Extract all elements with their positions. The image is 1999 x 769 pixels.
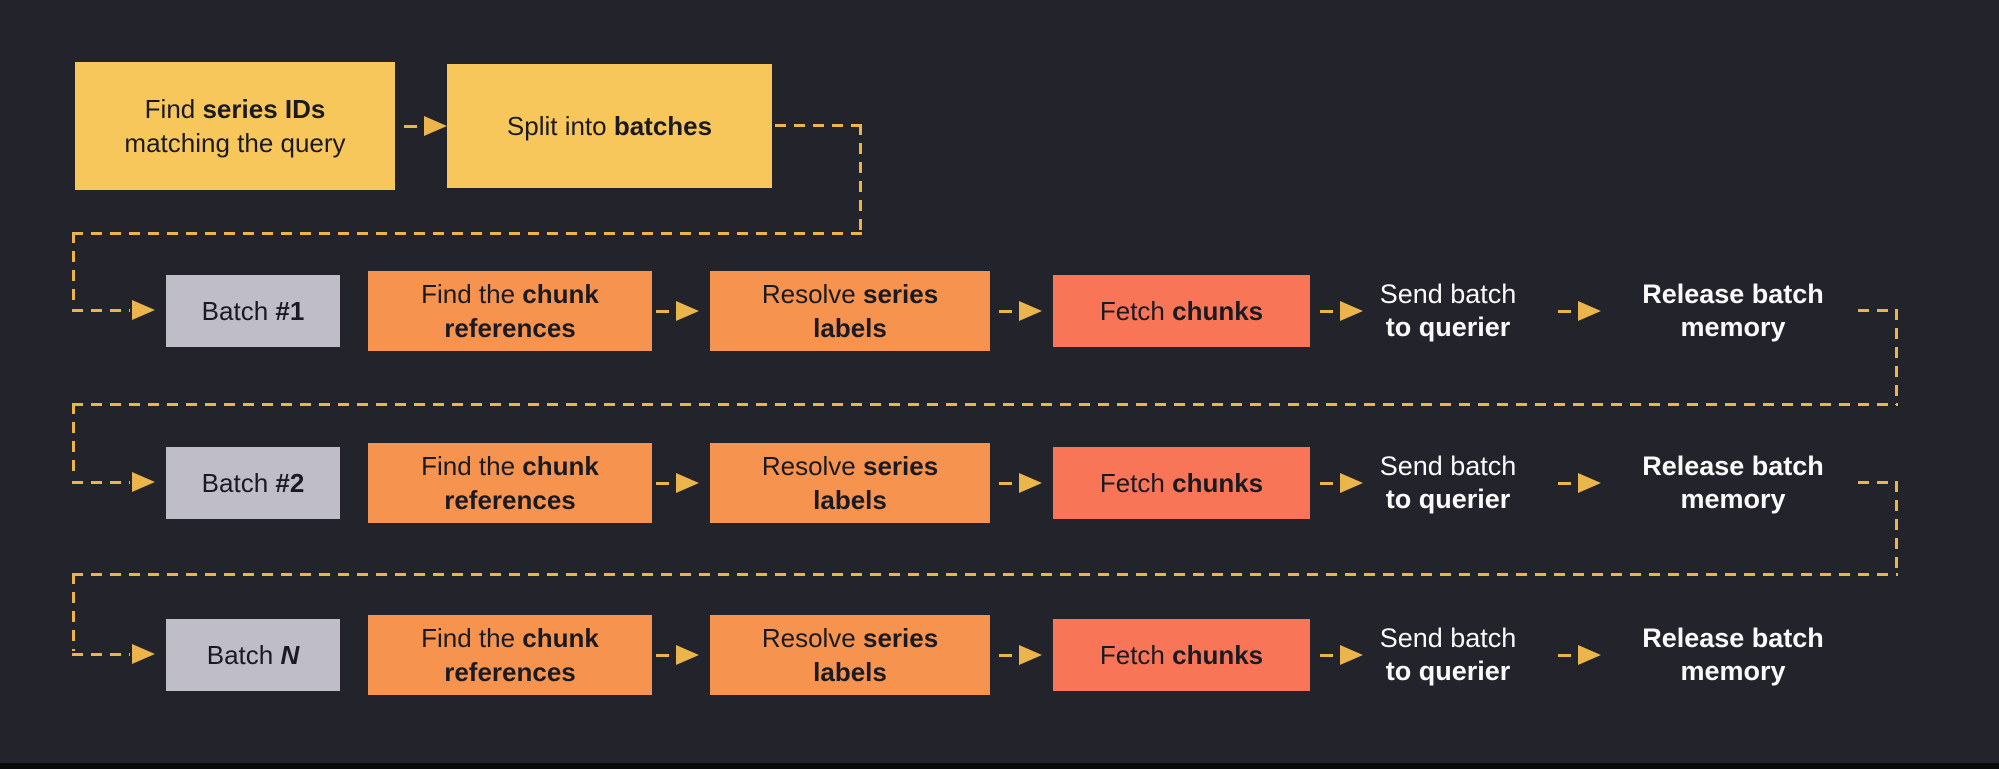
flow-arrow-icon <box>656 301 699 321</box>
flow-arrow-icon <box>656 645 699 665</box>
node-label-line: Find series IDs <box>144 94 326 124</box>
step-label-line: Send batch <box>1379 623 1517 653</box>
node-label-line: Find the chunk <box>421 451 599 481</box>
connector-segment <box>72 573 1898 576</box>
node-label-line: Fetch chunks <box>1099 296 1264 326</box>
node-label-line: references <box>444 485 576 515</box>
flow-arrow-icon <box>999 473 1042 493</box>
connector-arrowhead-icon <box>132 300 155 320</box>
node-batch-1: Batch #1 <box>166 275 340 347</box>
node-label-line: labels <box>813 313 887 343</box>
step-send-batch: Send batch to querier <box>1340 622 1556 688</box>
flow-arrow-icon <box>1558 645 1601 665</box>
step-label-line: Send batch <box>1379 279 1517 309</box>
node-label-line: Resolve series <box>761 451 939 481</box>
connector-segment <box>72 232 862 235</box>
step-label-line: memory <box>1680 656 1786 686</box>
connector-arrowhead-icon <box>132 644 155 664</box>
node-label-line: Split into batches <box>506 111 713 141</box>
step-release-batch-memory: Release batch memory <box>1625 622 1841 688</box>
node-label-line: Find the chunk <box>421 279 599 309</box>
node-label-line: references <box>444 657 576 687</box>
node-label-line: Batch #1 <box>201 296 305 326</box>
step-send-batch: Send batch to querier <box>1340 278 1556 344</box>
flow-arrow-icon <box>999 645 1042 665</box>
flow-arrow-icon <box>1320 301 1363 321</box>
step-label-line: memory <box>1680 484 1786 514</box>
connector-segment <box>72 403 1898 406</box>
node-fetch-chunks: Fetch chunks <box>1053 275 1310 347</box>
node-batch-n: Batch N <box>166 619 340 691</box>
step-label-line: Release batch <box>1642 451 1824 481</box>
node-label-line: Batch N <box>206 640 300 670</box>
node-label-line: Fetch chunks <box>1099 468 1264 498</box>
connector-segment <box>1895 481 1898 575</box>
node-find-chunk-references: Find the chunk references <box>368 615 652 695</box>
step-label-line: to querier <box>1385 312 1511 342</box>
node-label-line: labels <box>813 485 887 515</box>
node-resolve-series-labels: Resolve series labels <box>710 271 990 351</box>
node-label-line: Find the chunk <box>421 623 599 653</box>
step-label-line: to querier <box>1385 484 1511 514</box>
flow-arrow-icon <box>1558 301 1601 321</box>
connector-segment <box>72 309 130 312</box>
connector-segment <box>72 653 130 656</box>
node-fetch-chunks: Fetch chunks <box>1053 619 1310 691</box>
flow-arrow-icon <box>1320 645 1363 665</box>
flow-arrow-icon <box>999 301 1042 321</box>
flow-arrow-icon <box>656 473 699 493</box>
node-resolve-series-labels: Resolve series labels <box>710 615 990 695</box>
connector-segment <box>1858 481 1898 484</box>
node-batch-2: Batch #2 <box>166 447 340 519</box>
flow-arrow-icon <box>1558 473 1601 493</box>
node-label-line: Resolve series <box>761 279 939 309</box>
node-find-chunk-references: Find the chunk references <box>368 271 652 351</box>
connector-segment <box>72 481 130 484</box>
connector-segment <box>1858 309 1898 312</box>
connector-segment <box>72 232 75 308</box>
step-release-batch-memory: Release batch memory <box>1625 278 1841 344</box>
node-fetch-chunks: Fetch chunks <box>1053 447 1310 519</box>
node-split-into-batches: Split into batches <box>447 64 772 188</box>
node-find-chunk-references: Find the chunk references <box>368 443 652 523</box>
node-label-line: labels <box>813 657 887 687</box>
flow-arrow-icon <box>1320 473 1363 493</box>
image-bottom-edge <box>0 763 1999 769</box>
connector-segment <box>859 124 862 234</box>
connector-segment <box>775 124 862 127</box>
step-label-line: Release batch <box>1642 279 1824 309</box>
node-label-line: Resolve series <box>761 623 939 653</box>
step-release-batch-memory: Release batch memory <box>1625 450 1841 516</box>
node-label-line: matching the query <box>124 128 346 158</box>
step-label-line: Release batch <box>1642 623 1824 653</box>
step-label-line: Send batch <box>1379 451 1517 481</box>
step-send-batch: Send batch to querier <box>1340 450 1556 516</box>
node-label-line: Batch #2 <box>201 468 305 498</box>
step-label-line: memory <box>1680 312 1786 342</box>
step-label-line: to querier <box>1385 656 1511 686</box>
node-label-line: references <box>444 313 576 343</box>
node-find-series-ids: Find series IDs matching the query <box>75 62 395 190</box>
node-label-line: Fetch chunks <box>1099 640 1264 670</box>
flow-arrow-icon <box>404 116 447 136</box>
connector-segment <box>1895 309 1898 405</box>
connector-segment <box>72 403 75 479</box>
node-resolve-series-labels: Resolve series labels <box>710 443 990 523</box>
connector-arrowhead-icon <box>132 472 155 492</box>
connector-segment <box>72 573 75 651</box>
